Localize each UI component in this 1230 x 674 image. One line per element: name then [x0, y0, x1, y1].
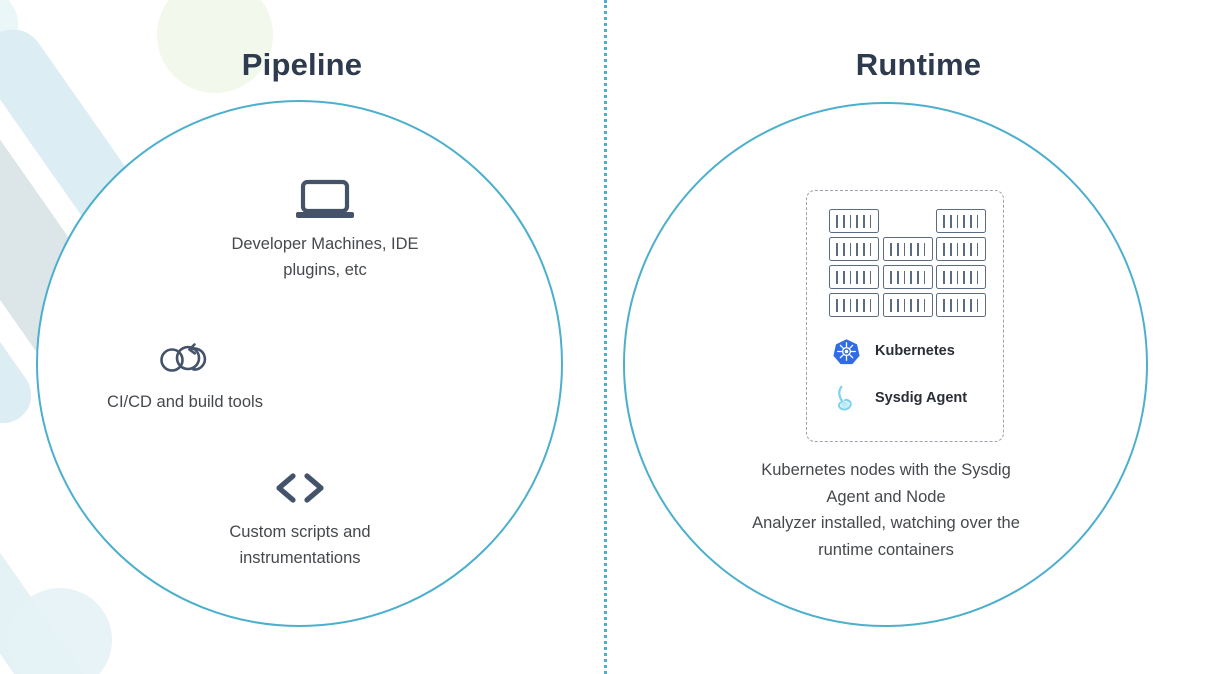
- legend-label: Sysdig Agent: [875, 390, 968, 406]
- pipeline-item-custom-scripts: Custom scripts and instrumentations: [180, 466, 420, 571]
- code-brackets-icon: [180, 466, 420, 510]
- runtime-circle: [623, 102, 1148, 627]
- runtime-caption: Kubernetes nodes with the Sysdig Agent a…: [700, 457, 1072, 564]
- container-block: [936, 209, 986, 233]
- caption-line: runtime containers: [818, 541, 954, 560]
- label-line: Custom scripts and: [229, 523, 371, 541]
- vertical-dotted-divider: [604, 0, 607, 674]
- pipeline-item-label: Custom scripts and instrumentations: [180, 520, 420, 571]
- label-line: plugins, etc: [283, 260, 367, 279]
- container-block: [936, 293, 986, 317]
- laptop-icon: [180, 178, 470, 222]
- pipeline-item-label: Developer Machines, IDE plugins, etc: [180, 232, 470, 283]
- legend-row-sysdig-agent: Sysdig Agent: [831, 383, 967, 413]
- pipeline-panel: Pipeline Developer Machines, IDE plugins…: [0, 0, 604, 674]
- container-block: [829, 293, 879, 317]
- container-block: [883, 265, 933, 289]
- container-block: [829, 265, 879, 289]
- pipeline-title: Pipeline: [241, 46, 363, 82]
- kubernetes-node-box: Kubernetes Sysdig Agent: [806, 190, 1004, 442]
- ci-cd-loop-icon: [55, 336, 315, 380]
- legend-row-kubernetes: Kubernetes: [831, 336, 955, 366]
- container-block: [883, 237, 933, 261]
- label-line: CI/CD and build tools: [107, 393, 263, 411]
- pipeline-circle: [36, 100, 563, 627]
- kubernetes-icon: [831, 336, 861, 366]
- pipeline-item-ci-cd: CI/CD and build tools: [55, 336, 315, 416]
- legend-label: Kubernetes: [875, 343, 955, 359]
- runtime-panel: Runtime: [607, 0, 1230, 674]
- pipeline-item-label: CI/CD and build tools: [55, 390, 315, 416]
- container-block: [936, 237, 986, 261]
- label-line: Developer Machines, IDE: [231, 235, 419, 253]
- container-block: [936, 265, 986, 289]
- container-stack-icon: [829, 209, 987, 319]
- caption-line: Analyzer installed, watching over the: [752, 514, 1020, 533]
- container-block: [883, 293, 933, 317]
- runtime-title: Runtime: [855, 46, 982, 82]
- label-line: instrumentations: [239, 548, 361, 567]
- pipeline-item-developer-machines: Developer Machines, IDE plugins, etc: [180, 178, 470, 283]
- container-block: [829, 237, 879, 261]
- container-block: [829, 209, 879, 233]
- caption-line: Kubernetes nodes with the Sysdig: [761, 461, 1011, 479]
- caption-line: Agent and Node: [826, 487, 946, 506]
- sysdig-agent-icon: [831, 383, 861, 413]
